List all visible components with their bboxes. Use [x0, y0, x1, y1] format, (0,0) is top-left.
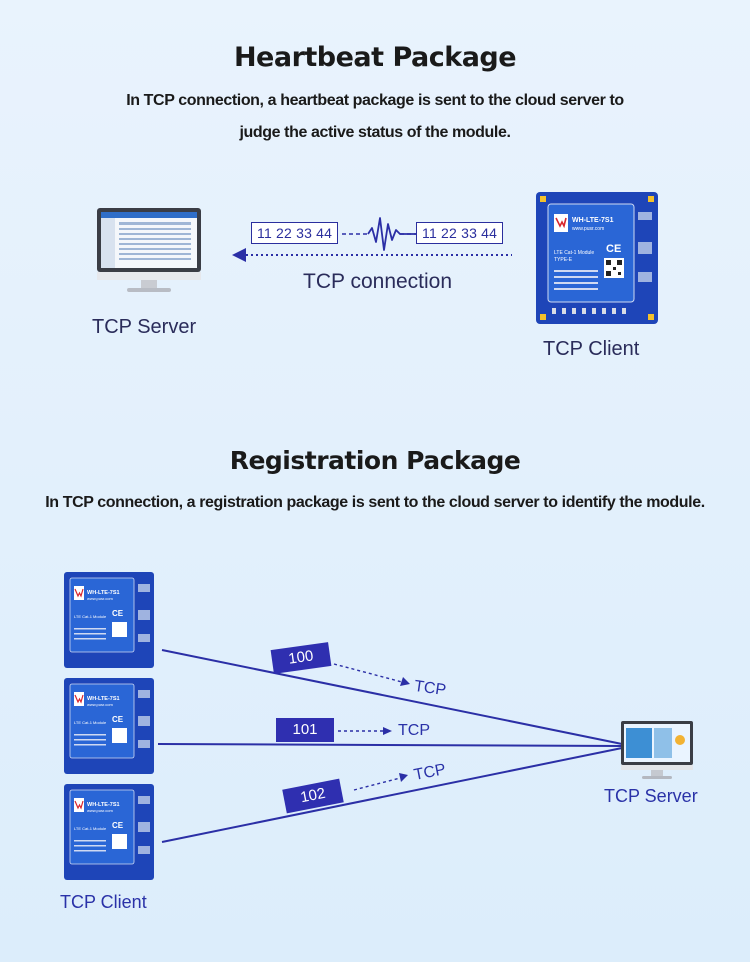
client-module-board: WH-LTE-7S1 www.pusr.com LTE Cat-1 Module…: [536, 192, 658, 324]
heartbeat-server-label: TCP Server: [92, 316, 197, 338]
module-site-text: www.pusr.com: [87, 596, 113, 601]
arrow-right-icon: [399, 773, 408, 782]
qr-code-icon: [112, 622, 127, 637]
registration-clients: WH-LTE-7S1 www.pusr.com LTE Cat-1 Module…: [64, 572, 154, 880]
heartbeat-packet-left: 11 22 33 44: [251, 222, 339, 244]
registration-title: Registration Package: [229, 446, 521, 475]
module-desc-text: LTE Cat-1 Module: [74, 826, 107, 831]
module-site-text: www.pusr.com: [87, 702, 113, 707]
connection-line-100: [161, 649, 623, 745]
heartbeat-title: Heartbeat Package: [233, 42, 517, 73]
qr-code-icon: [112, 728, 127, 743]
client-module-2: WH-LTE-7S1 www.pusr.com LTE Cat-1 Module…: [64, 678, 154, 774]
connection-line-102: [161, 747, 623, 843]
connection-line-101: [157, 743, 623, 747]
registration-server-label: TCP Server: [604, 786, 698, 806]
client-module-type-text: TYPE-E: [554, 257, 573, 263]
client-module-1: WH-LTE-7S1 www.pusr.com LTE Cat-1 Module…: [64, 572, 154, 668]
arrow-left-icon: [232, 248, 246, 262]
module-model-text: WH-LTE-7S1: [87, 590, 120, 596]
heartbeat-description-line2: judge the active status of the module.: [239, 124, 511, 141]
registration-client-label: TCP Client: [60, 892, 147, 912]
registration-connections: [157, 649, 623, 843]
registration-server-monitor-icon: [621, 721, 693, 779]
module-model-text: WH-LTE-7S1: [87, 802, 120, 808]
server-monitor-icon: [97, 208, 201, 292]
packet-101: 101: [276, 718, 334, 742]
module-model-text: WH-LTE-7S1: [87, 696, 120, 702]
client-module-site-text: www.pusr.com: [572, 226, 604, 232]
arrow-right-icon: [383, 727, 392, 735]
ce-mark: CE: [112, 609, 124, 618]
ce-mark: CE: [606, 243, 621, 255]
heartbeat-packet-right: 11 22 33 44: [416, 222, 504, 244]
heartbeat-description-line1: In TCP connection, a heartbeat package i…: [126, 92, 624, 109]
qr-code-icon: [112, 834, 127, 849]
packet-101-protocol: TCP: [398, 722, 430, 739]
arrow-right-icon: [400, 677, 410, 686]
client-module-3: WH-LTE-7S1 www.pusr.com LTE Cat-1 Module…: [64, 784, 154, 880]
module-desc-text: LTE Cat-1 Module: [74, 614, 107, 619]
registration-description: In TCP connection, a registration packag…: [45, 494, 705, 511]
client-module-desc-text: LTE Cat-1 Module: [554, 250, 594, 256]
ce-mark: CE: [112, 821, 124, 830]
client-module-model-text: WH-LTE-7S1: [572, 217, 614, 224]
heartbeat-client-label: TCP Client: [543, 338, 640, 360]
heartbeat-connection-label: TCP connection: [303, 270, 453, 293]
heartbeat-pulse-icon: [367, 217, 416, 251]
module-site-text: www.pusr.com: [87, 808, 113, 813]
heartbeat-connection-line: [232, 217, 512, 262]
ce-mark: CE: [112, 715, 124, 724]
module-desc-text: LTE Cat-1 Module: [74, 720, 107, 725]
